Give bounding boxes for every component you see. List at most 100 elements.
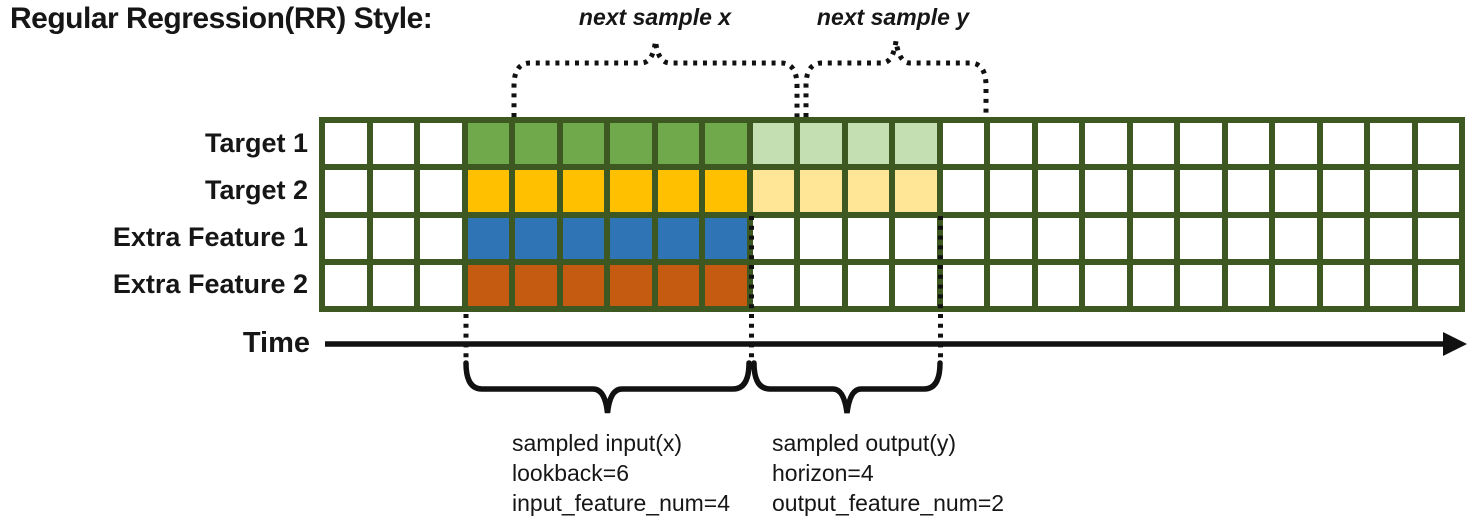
- grid-cell: [562, 170, 604, 212]
- grid-cell: [325, 264, 367, 306]
- grid-cell: [610, 123, 652, 165]
- sampled-input-brace: [463, 360, 752, 414]
- grid-cell: [1275, 123, 1317, 165]
- grid-cell: [1322, 170, 1364, 212]
- grid-cell: [1037, 170, 1079, 212]
- sampled-input-title: sampled input(x): [512, 430, 683, 456]
- grid-cell: [1132, 123, 1174, 165]
- grid-cell: [705, 264, 747, 306]
- grid-cell: [1370, 123, 1412, 165]
- grid-cell: [1180, 123, 1222, 165]
- grid-cell: [895, 264, 937, 306]
- grid-cell: [1275, 217, 1317, 259]
- grid-cell: [1037, 217, 1079, 259]
- grid-cell: [895, 217, 937, 259]
- grid-cell: [752, 123, 794, 165]
- grid-cell: [942, 217, 984, 259]
- grid-cell: [800, 217, 842, 259]
- grid-cell: [1132, 217, 1174, 259]
- grid-cell: [847, 123, 889, 165]
- grid-cell: [657, 217, 699, 259]
- grid-cell: [1085, 264, 1127, 306]
- grid-cell: [1037, 123, 1079, 165]
- next-sample-y-brace: [803, 40, 989, 117]
- grid-cell: [1227, 123, 1269, 165]
- grid-cell: [942, 123, 984, 165]
- grid-cell: [1322, 123, 1364, 165]
- grid-cell: [515, 170, 557, 212]
- input-feature-num-value: input_feature_num=4: [512, 490, 731, 516]
- grid-cell: [372, 170, 414, 212]
- grid-cell: [1417, 217, 1459, 259]
- grid-cell: [610, 264, 652, 306]
- grid-cell: [325, 123, 367, 165]
- time-arrowhead: [1443, 332, 1467, 356]
- grid-cell: [705, 170, 747, 212]
- grid-cell: [847, 170, 889, 212]
- grid-cell: [657, 123, 699, 165]
- grid-cell: [562, 217, 604, 259]
- grid-cell: [990, 170, 1032, 212]
- sampled-input-annotation: sampled input(x) lookback=6 input_featur…: [512, 428, 730, 516]
- grid-cell: [372, 123, 414, 165]
- grid-cell: [467, 170, 509, 212]
- grid-cell: [800, 123, 842, 165]
- grid-cell: [657, 170, 699, 212]
- grid-cell: [752, 264, 794, 306]
- grid-cell: [515, 264, 557, 306]
- grid-cell: [420, 264, 462, 306]
- grid-cell: [705, 217, 747, 259]
- grid-cell: [1370, 217, 1412, 259]
- grid-cell: [1132, 264, 1174, 306]
- grid-cell: [800, 170, 842, 212]
- grid-cell: [1227, 264, 1269, 306]
- sample-grid: [319, 117, 1465, 312]
- grid-cell: [325, 217, 367, 259]
- grid-cell: [942, 264, 984, 306]
- time-axis-label: Time: [242, 327, 310, 359]
- grid-cell: [1275, 170, 1317, 212]
- row-label-target-2: Target 2: [204, 175, 308, 205]
- grid-cell: [372, 264, 414, 306]
- grid-cell: [657, 264, 699, 306]
- sampled-output-title: sampled output(y): [772, 430, 957, 456]
- grid-cell: [1275, 264, 1317, 306]
- grid-cell: [1417, 170, 1459, 212]
- grid-cell: [467, 217, 509, 259]
- row-label-extra-feature-2: Extra Feature 2: [112, 269, 308, 299]
- next-sample-x-label: next sample x: [578, 4, 732, 30]
- sampled-output-annotation: sampled output(y) horizon=4 output_featu…: [772, 428, 1004, 516]
- row-label-extra-feature-1: Extra Feature 1: [112, 222, 308, 252]
- grid-cell: [1132, 170, 1174, 212]
- next-sample-x-brace: [511, 40, 800, 117]
- grid-cell: [990, 217, 1032, 259]
- grid-cell: [1180, 264, 1222, 306]
- grid-cell: [1180, 170, 1222, 212]
- sampled-output-brace: [751, 360, 943, 414]
- grid-cell: [942, 170, 984, 212]
- grid-cell: [1370, 170, 1412, 212]
- output-feature-num-value: output_feature_num=2: [772, 490, 1005, 516]
- grid-cell: [1180, 217, 1222, 259]
- grid-cell: [372, 217, 414, 259]
- grid-cell: [1370, 264, 1412, 306]
- grid-cell: [1085, 170, 1127, 212]
- grid-cell: [752, 170, 794, 212]
- grid-cell: [990, 264, 1032, 306]
- grid-cell: [1322, 264, 1364, 306]
- grid-cell: [752, 217, 794, 259]
- grid-cell: [562, 264, 604, 306]
- grid-cell: [420, 123, 462, 165]
- grid-cell: [1085, 123, 1127, 165]
- grid-cell: [1227, 217, 1269, 259]
- grid-cell: [1322, 217, 1364, 259]
- grid-cell: [1417, 264, 1459, 306]
- grid-cell: [847, 264, 889, 306]
- grid-cell: [515, 217, 557, 259]
- grid-cell: [1417, 123, 1459, 165]
- grid-cell: [610, 170, 652, 212]
- grid-cell: [562, 123, 604, 165]
- grid-cell: [705, 123, 747, 165]
- grid-cell: [895, 123, 937, 165]
